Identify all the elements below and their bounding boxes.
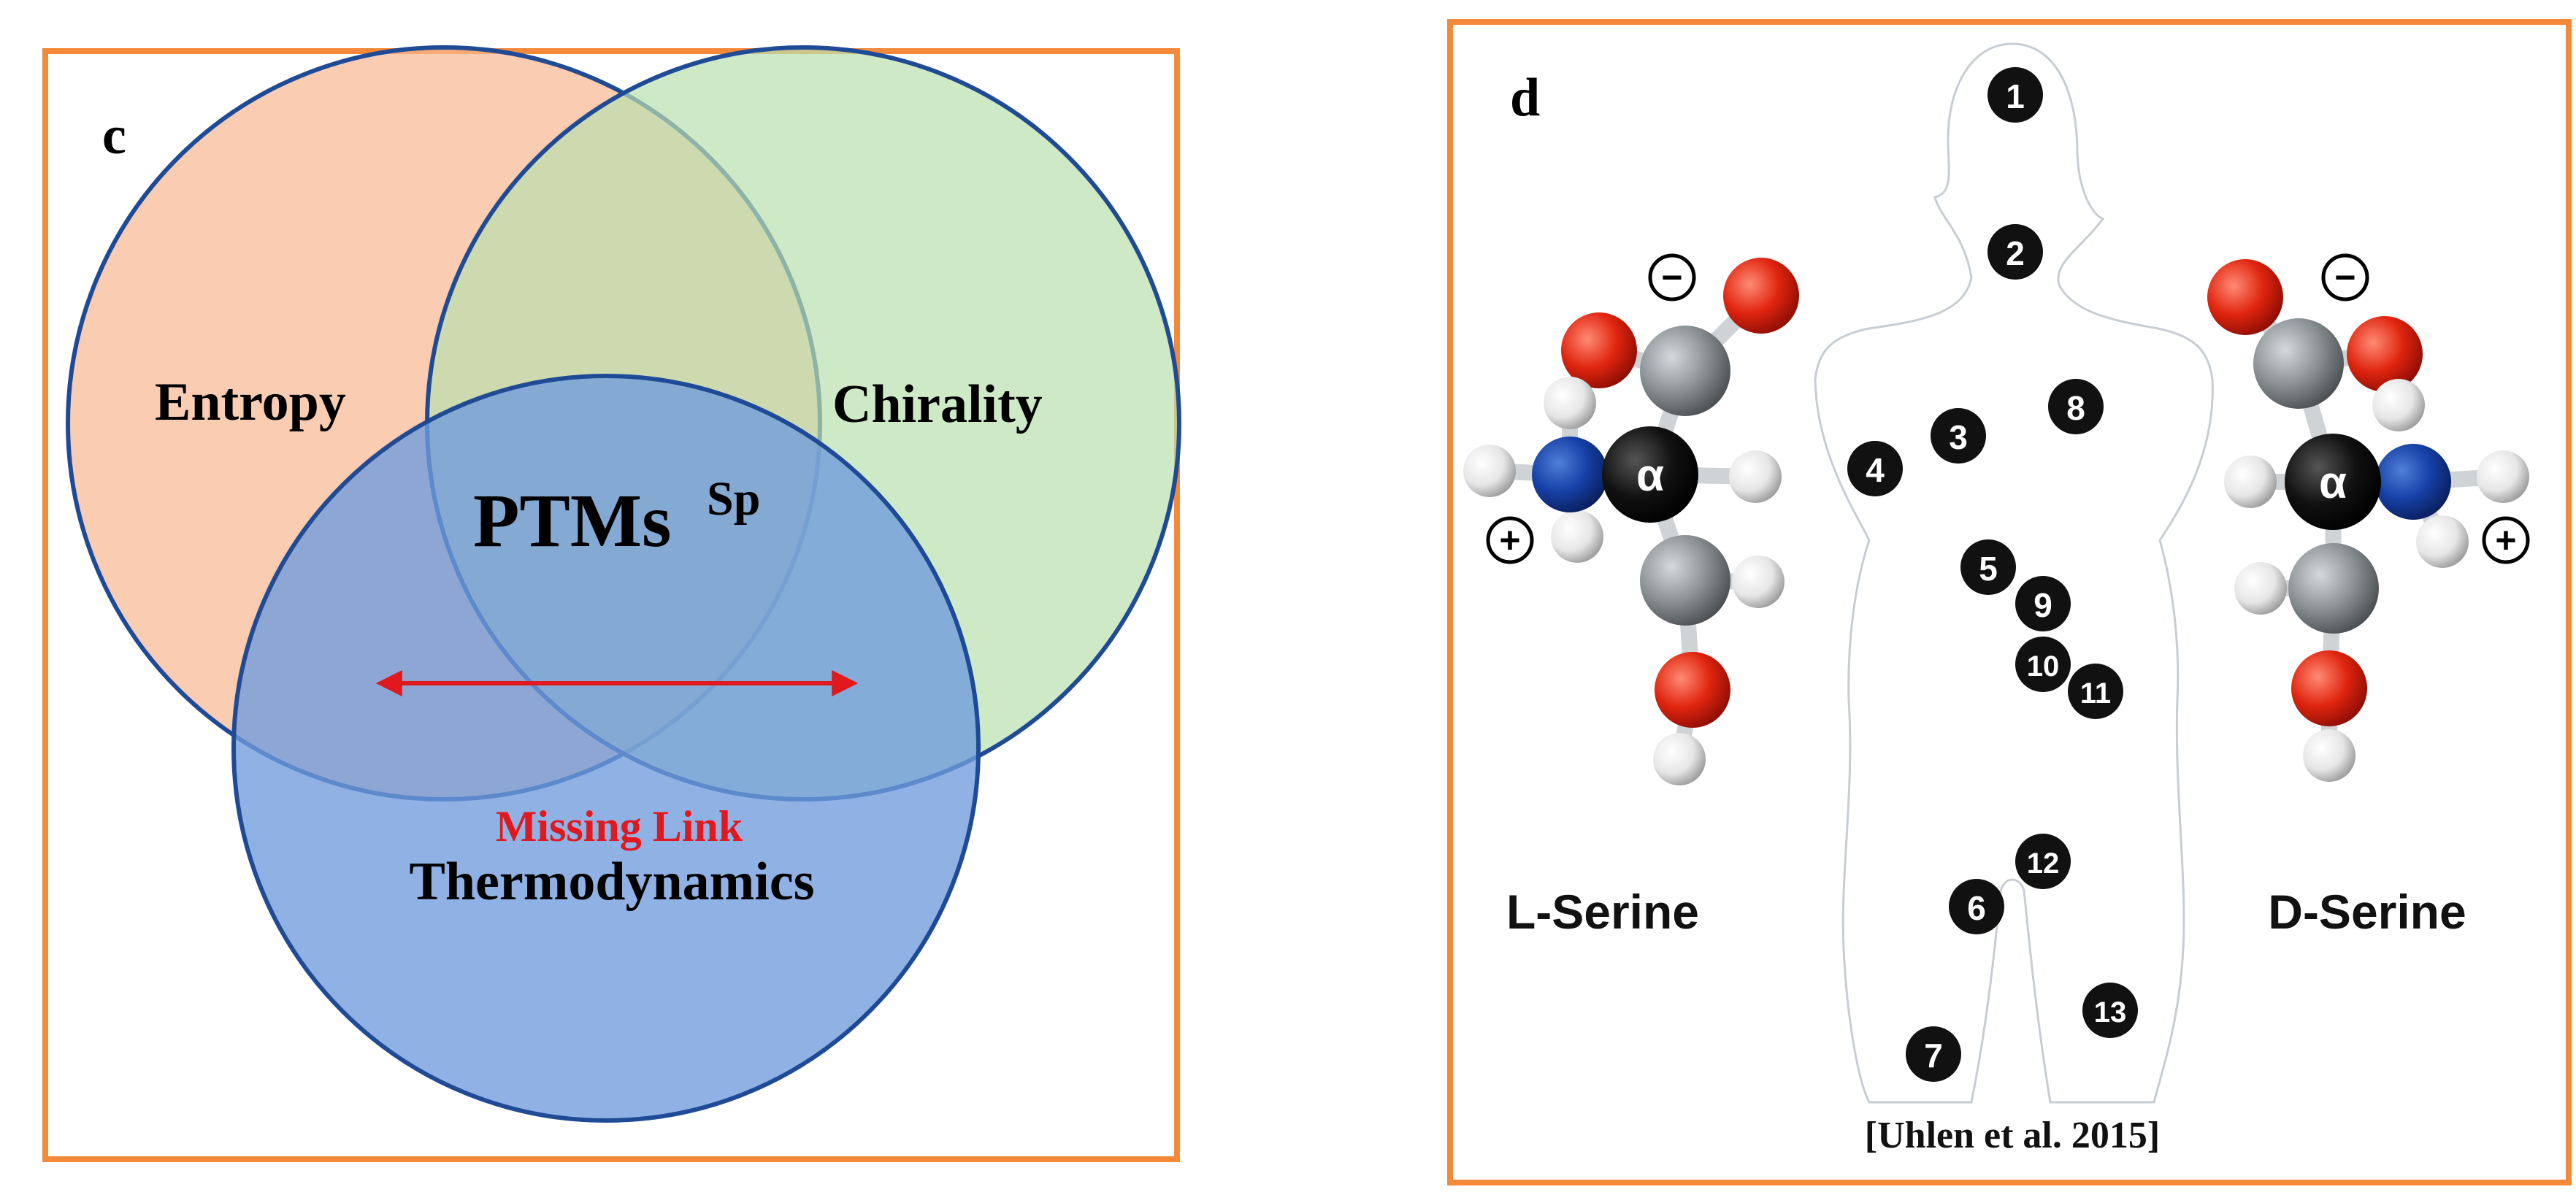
d-minus-charge: − xyxy=(2321,253,2369,301)
svg-text:1: 1 xyxy=(2006,77,2025,115)
l-hydrogen-n1 xyxy=(1463,445,1516,497)
l-hydrogen-oh xyxy=(1544,377,1596,429)
d-plus-charge: + xyxy=(2482,516,2530,564)
l-serine-molecule: α − + xyxy=(1463,253,1799,785)
d-hydrogen-beta xyxy=(2234,562,2287,615)
svg-text:+: + xyxy=(2495,520,2516,561)
l-oxygen-top xyxy=(1723,258,1799,334)
ptms-label: PTMs xyxy=(473,479,672,563)
thermodynamics-circle xyxy=(231,374,981,1123)
l-minus-charge: − xyxy=(1648,253,1696,301)
panel-c-label: c xyxy=(102,106,126,166)
svg-text:10: 10 xyxy=(2027,650,2060,683)
marker-11: 11 xyxy=(2068,664,2123,719)
marker-4: 4 xyxy=(1847,441,1903,496)
marker-7: 7 xyxy=(1906,1026,1961,1082)
svg-text:2: 2 xyxy=(2006,234,2025,272)
l-oxygen-hydroxyl xyxy=(1655,652,1730,728)
svg-text:13: 13 xyxy=(2094,996,2127,1029)
panel-c: c Entropy Chirality PTMs Sp Missing Link… xyxy=(42,45,1181,1162)
d-alpha-carbon xyxy=(2285,434,2381,530)
l-alpha-symbol: α xyxy=(1636,450,1664,501)
l-hydrogen-hydroxyl xyxy=(1653,733,1706,785)
svg-text:8: 8 xyxy=(2066,389,2085,427)
l-nitrogen xyxy=(1532,437,1608,512)
l-hydrogen-n2 xyxy=(1551,510,1603,563)
marker-13: 13 xyxy=(2082,983,2138,1038)
l-carbon-beta xyxy=(1640,535,1730,626)
chirality-label: Chirality xyxy=(832,374,1043,434)
svg-text:12: 12 xyxy=(2027,848,2060,880)
l-serine-label: L-Serine xyxy=(1506,885,1699,939)
svg-text:5: 5 xyxy=(1979,550,1998,588)
d-alpha-symbol: α xyxy=(2319,458,2347,508)
d-hydrogen-n1 xyxy=(2477,450,2529,503)
d-serine-label: D-Serine xyxy=(2268,885,2466,939)
svg-text:4: 4 xyxy=(1866,451,1885,489)
marker-3: 3 xyxy=(1931,408,1986,464)
l-alpha-carbon xyxy=(1602,426,1698,523)
d-oxygen-top xyxy=(2207,259,2283,335)
d-hydrogen-n2 xyxy=(2416,515,2469,568)
marker-10: 10 xyxy=(2015,637,2071,692)
entropy-label: Entropy xyxy=(155,372,346,432)
d-hydrogen-hydroxyl xyxy=(2303,729,2355,782)
svg-text:6: 6 xyxy=(1967,889,1986,927)
svg-text:−: − xyxy=(1661,257,1682,298)
ptms-superscript: Sp xyxy=(707,472,760,526)
marker-5: 5 xyxy=(1960,539,2016,595)
l-plus-charge: + xyxy=(1486,516,1534,564)
d-hydrogen-oh xyxy=(2372,379,2425,431)
d-carbon-carboxyl xyxy=(2253,318,2344,409)
svg-text:7: 7 xyxy=(1924,1037,1943,1075)
svg-text:3: 3 xyxy=(1949,418,1968,456)
svg-text:+: + xyxy=(1499,520,1520,561)
d-oxygen-hydroxyl xyxy=(2291,650,2367,726)
d-nitrogen xyxy=(2375,444,2451,520)
d-oxygen-right xyxy=(2347,316,2423,392)
panel-d-label: d xyxy=(1510,68,1540,128)
l-oxygen-left xyxy=(1561,312,1637,388)
panel-d: d 1 2 3 4 5 6 7 8 9 10 11 12 13 xyxy=(1447,19,2572,1185)
thermodynamics-label: Thermodynamics xyxy=(410,852,815,912)
svg-text:9: 9 xyxy=(2033,586,2052,624)
svg-text:−: − xyxy=(2334,257,2355,298)
marker-8: 8 xyxy=(2048,379,2104,434)
marker-6: 6 xyxy=(1949,879,2004,934)
d-hydrogen-alpha xyxy=(2224,456,2277,508)
citation: [Uhlen et al. 2015] xyxy=(1865,1115,2160,1156)
panel-d-frame xyxy=(1447,19,2572,1185)
l-hydrogen-beta xyxy=(1732,556,1785,608)
tissue-markers: 1 2 3 4 5 6 7 8 9 10 11 12 13 xyxy=(1847,67,2138,1082)
l-hydrogen-alpha xyxy=(1729,450,1782,503)
marker-2: 2 xyxy=(1987,224,2043,280)
d-carbon-beta xyxy=(2288,543,2379,634)
marker-1: 1 xyxy=(1987,67,2043,123)
d-serine-molecule: α − + xyxy=(2207,253,2530,782)
l-carbon-carboxyl xyxy=(1640,326,1730,416)
marker-12: 12 xyxy=(2015,834,2071,889)
missing-link-label: Missing Link xyxy=(496,802,743,850)
marker-9: 9 xyxy=(2015,576,2071,631)
svg-text:11: 11 xyxy=(2080,677,2111,710)
